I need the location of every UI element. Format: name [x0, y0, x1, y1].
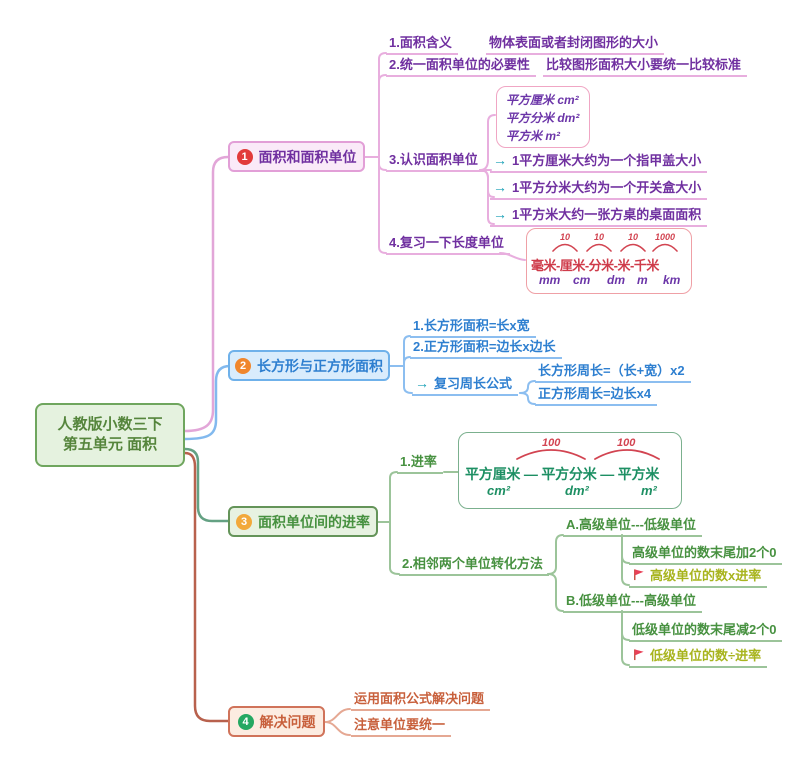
bran3-title: 面积单位间的进率: [258, 513, 370, 530]
area-units-cn: 平方厘米 — 平方分米 — 平方米: [465, 466, 660, 482]
b1-arrow-item3-text: 1平方米大约一张方桌的桌面面积: [512, 207, 702, 222]
root-topic[interactable]: 人教版小数三下 第五单元 面积: [35, 403, 185, 467]
b1-area-units-box[interactable]: 平方厘米 cm² 平方分米 dm² 平方米 m²: [496, 86, 590, 148]
b1-item1-label[interactable]: 1.面积含义: [386, 36, 458, 55]
svg-text:10: 10: [628, 232, 638, 242]
b3-item1-label[interactable]: 1.进率: [397, 455, 443, 474]
flag-icon: [634, 649, 644, 661]
b3-a-sub2-text: 高级单位的数x进率: [650, 568, 762, 583]
unit-row-dm2: 平方分米 dm²: [506, 111, 580, 125]
b2-arrow-item[interactable]: → 复习周长公式: [412, 375, 519, 396]
teal-arrow-icon: →: [493, 152, 507, 168]
b3-a-sub1[interactable]: 高级单位的数末尾加2个0: [629, 546, 783, 565]
b3-b-label[interactable]: B.低级单位---高级单位: [563, 594, 702, 613]
b1-arrow-item2-text: 1平方分米大约为一个开关盒大小: [512, 180, 702, 195]
b2-sub2[interactable]: 正方形周长=边长x4: [535, 387, 658, 406]
b2-item1[interactable]: 1.长方形面积=长x宽: [410, 319, 536, 338]
b1-arrow-item1[interactable]: → 1平方厘米大约为一个指甲盖大小: [490, 152, 708, 173]
length-rate-arcs: 10 10 10 1000: [552, 232, 678, 252]
b1-arrow-item1-text: 1平方厘米大约为一个指甲盖大小: [512, 153, 702, 168]
unit-row-cm2: 平方厘米 cm²: [506, 93, 579, 107]
branch4-title: 解决问题: [259, 713, 316, 730]
branch1-title: 面积和面积单位: [258, 148, 357, 165]
length-units-cn: 毫米-厘米-分米-米-千米: [531, 258, 659, 273]
unit-row-m2: 平方米 m²: [506, 129, 561, 143]
svg-text:10: 10: [594, 232, 604, 242]
b2-arrow-item-text: 复习周长公式: [434, 376, 513, 391]
b3-a-sub2[interactable]: 高级单位的数x进率: [629, 568, 768, 588]
b3-a-label[interactable]: A.高级单位---低级单位: [563, 518, 702, 537]
b2-sub1[interactable]: 长方形周长=（长+宽）x2: [535, 364, 691, 383]
svg-text:10: 10: [560, 232, 570, 242]
length-units-en: mm cm dm m km: [539, 273, 681, 287]
teal-arrow-icon: →: [493, 179, 507, 195]
b1-arrow-item2[interactable]: → 1平方分米大约为一个开关盒大小: [490, 179, 708, 200]
svg-text:100: 100: [617, 437, 636, 449]
branch4-number-badge: 4: [237, 713, 254, 730]
b4-item1[interactable]: 运用面积公式解决问题: [351, 692, 491, 711]
b1-item1-value[interactable]: 物体表面或者封闭图形的大小: [486, 36, 665, 55]
branch1-topic[interactable]: 1 面积和面积单位: [228, 141, 365, 172]
teal-arrow-icon: →: [415, 375, 429, 391]
branch2-topic[interactable]: 2 长方形与正方形面积: [228, 350, 390, 381]
b2-item2[interactable]: 2.正方形面积=边长x边长: [410, 340, 562, 359]
b1-item4-label[interactable]: 4.复习一下长度单位: [386, 236, 510, 255]
b3-rate-box[interactable]: 100 100 平方厘米 — 平方分米 — 平方米 cm² dm² m²: [458, 432, 682, 509]
branch3-number-badge: 3: [236, 513, 252, 530]
b1-length-units-box[interactable]: 10 10 10 1000 毫米-厘米-分米-米-千米 mm cm dm m k…: [526, 228, 692, 294]
branch1-number-badge: 1: [236, 148, 253, 165]
branch2-number-badge: 2: [235, 357, 251, 374]
b1-arrow-item3[interactable]: → 1平方米大约一张方桌的桌面面积: [490, 206, 708, 227]
b3-b-sub2[interactable]: 低级单位的数÷进率: [629, 648, 768, 668]
root-title-line2: 第五单元 面积: [62, 436, 158, 453]
b3-b-sub2-text: 低级单位的数÷进率: [650, 648, 762, 663]
b3-item2-label[interactable]: 2.相邻两个单位转化方法: [399, 557, 549, 576]
area-rate-arcs: 100 100: [516, 437, 660, 460]
b1-item3-label[interactable]: 3.认识面积单位: [386, 153, 484, 172]
flag-icon: [634, 569, 644, 581]
area-units-en: cm² dm² m²: [487, 483, 657, 498]
branch3-topic[interactable]: 3 面积单位间的进率: [228, 506, 378, 537]
b3-b-sub1[interactable]: 低级单位的数末尾减2个0: [629, 623, 783, 642]
b4-item2[interactable]: 注意单位要统一: [351, 718, 452, 737]
branch4-topic[interactable]: 4 解决问题: [228, 706, 325, 737]
svg-text:100: 100: [542, 437, 561, 449]
b1-item2-label[interactable]: 2.统一面积单位的必要性: [386, 58, 536, 77]
b1-item2-value[interactable]: 比较图形面积大小要统一比较标准: [543, 58, 748, 77]
svg-text:1000: 1000: [655, 232, 675, 242]
branch2-title: 长方形与正方形面积: [257, 357, 383, 374]
root-title-line1: 人教版小数三下: [57, 416, 163, 433]
teal-arrow-icon: →: [493, 206, 507, 222]
